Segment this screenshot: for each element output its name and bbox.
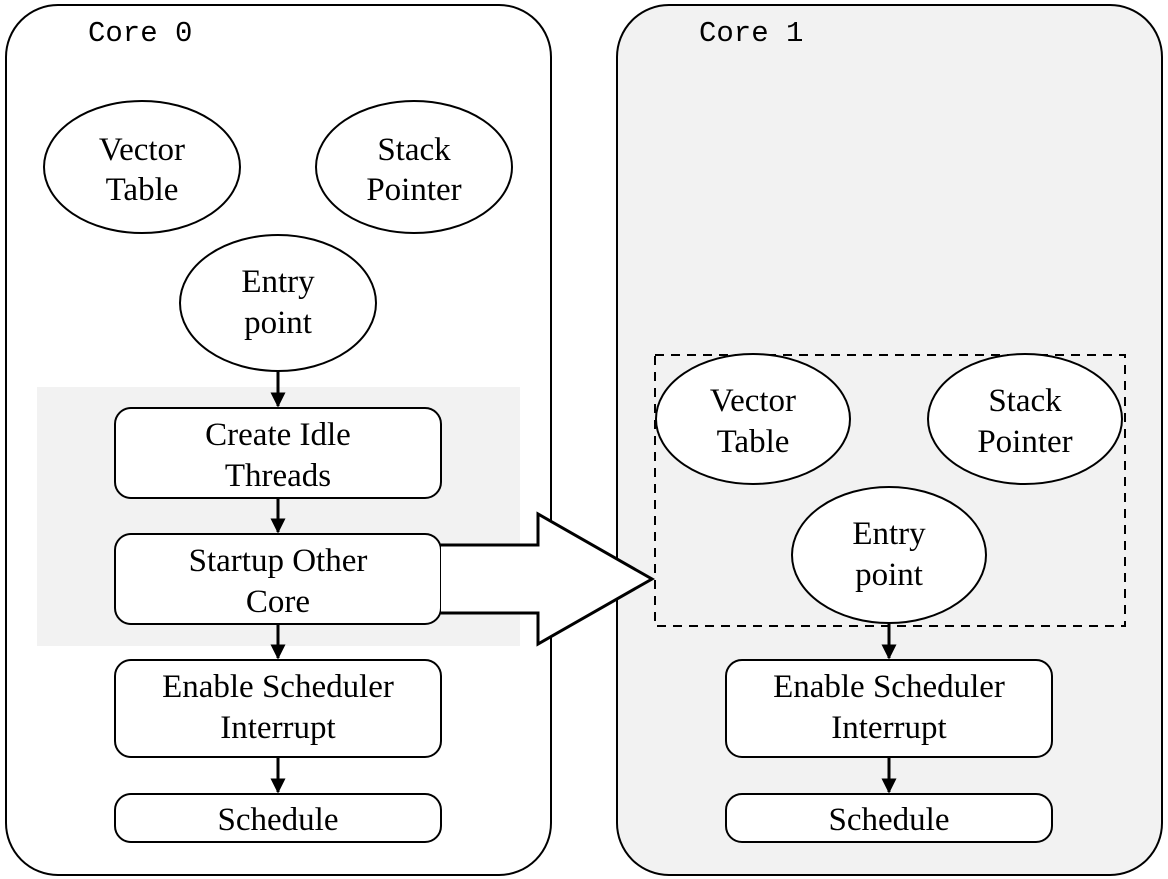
node-label-line: Pointer bbox=[977, 424, 1072, 460]
node-label-line: Entry bbox=[852, 516, 926, 552]
core-1-stack-pointer-node: Stack Pointer bbox=[927, 353, 1123, 485]
core-1-schedule-node: Schedule bbox=[725, 793, 1053, 843]
node-label-line: Table bbox=[717, 424, 790, 460]
core-1-container bbox=[616, 4, 1163, 876]
core-0-panel: Core 0 Vector Table Stack Pointer Entry … bbox=[5, 4, 552, 876]
node-label-line: Stack bbox=[988, 383, 1062, 419]
node-label-line: Enable Scheduler bbox=[773, 669, 1005, 705]
core-0-entry-point-node: Entry point bbox=[179, 234, 377, 372]
node-label-line: Threads bbox=[225, 458, 331, 494]
core-0-startup-other-core-node: Startup Other Core bbox=[114, 533, 442, 625]
node-label-line: Schedule bbox=[218, 802, 339, 838]
node-label-line: Vector bbox=[99, 132, 185, 168]
core-0-title: Core 0 bbox=[88, 17, 192, 50]
node-label-line: Create Idle bbox=[205, 417, 351, 453]
node-label-line: Enable Scheduler bbox=[162, 669, 394, 705]
core-0-schedule-node: Schedule bbox=[114, 793, 442, 843]
core-1-panel: Core 1 Vector Table Stack Pointer Entry … bbox=[616, 4, 1163, 876]
core-1-title: Core 1 bbox=[699, 17, 803, 50]
node-label-line: Pointer bbox=[366, 172, 461, 208]
core-0-create-idle-threads-node: Create Idle Threads bbox=[114, 407, 442, 499]
core-1-enable-scheduler-interrupt-node: Enable Scheduler Interrupt bbox=[725, 659, 1053, 758]
node-label-line: point bbox=[244, 305, 312, 341]
node-label-line: Startup Other bbox=[189, 543, 368, 579]
node-label-line: Core bbox=[246, 584, 310, 620]
core-0-stack-pointer-node: Stack Pointer bbox=[315, 100, 513, 234]
node-label-line: Vector bbox=[710, 383, 796, 419]
node-label-line: Table bbox=[106, 172, 179, 208]
node-label-line: point bbox=[855, 557, 923, 593]
startup-cross-core-arrow bbox=[441, 511, 656, 647]
node-label-line: Schedule bbox=[829, 802, 950, 838]
node-label-line: Interrupt bbox=[831, 710, 946, 746]
core-0-enable-scheduler-interrupt-node: Enable Scheduler Interrupt bbox=[114, 659, 442, 758]
core-1-entry-point-node: Entry point bbox=[791, 486, 987, 624]
node-label-line: Entry bbox=[241, 264, 315, 300]
core-0-vector-table-node: Vector Table bbox=[43, 100, 241, 234]
core-1-vector-table-node: Vector Table bbox=[655, 353, 851, 485]
node-label-line: Stack bbox=[377, 132, 451, 168]
node-label-line: Interrupt bbox=[220, 710, 335, 746]
